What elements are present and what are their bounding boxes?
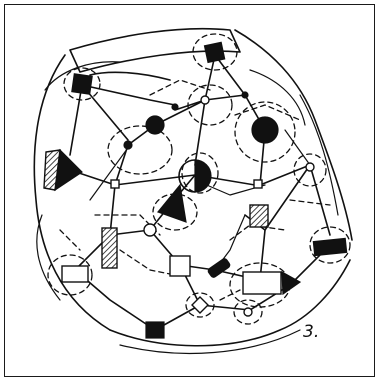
- node-square-topleft: [71, 73, 93, 95]
- page-number: 3.: [303, 322, 320, 342]
- node-box-small-2: [253, 179, 263, 189]
- node-diamond: [191, 296, 209, 314]
- node-ring-4: [200, 95, 210, 105]
- node-hatched-right: [312, 237, 348, 257]
- node-triangle-center: [156, 183, 187, 223]
- node-half-circle: [194, 159, 212, 193]
- nodes: [43, 41, 348, 339]
- node-box-small: [110, 179, 120, 189]
- node-box-right: [242, 271, 282, 295]
- node-ring-2: [243, 307, 253, 317]
- node-box-left: [61, 265, 89, 283]
- node-box-center: [169, 255, 191, 277]
- node-dot-2: [241, 91, 249, 99]
- node-square-bottom: [145, 321, 165, 339]
- node-square-top: [203, 41, 226, 64]
- node-triangle-right: [281, 270, 302, 296]
- node-circle-mid: [145, 115, 165, 135]
- node-pill: [207, 258, 231, 278]
- node-ring-1: [143, 223, 157, 237]
- node-dot-1: [123, 140, 133, 150]
- node-hatched-mid: [249, 204, 269, 228]
- node-ring-3: [305, 162, 315, 172]
- node-hatched-left: [101, 227, 118, 269]
- node-circle-large: [251, 116, 279, 144]
- node-dot-3: [171, 103, 179, 111]
